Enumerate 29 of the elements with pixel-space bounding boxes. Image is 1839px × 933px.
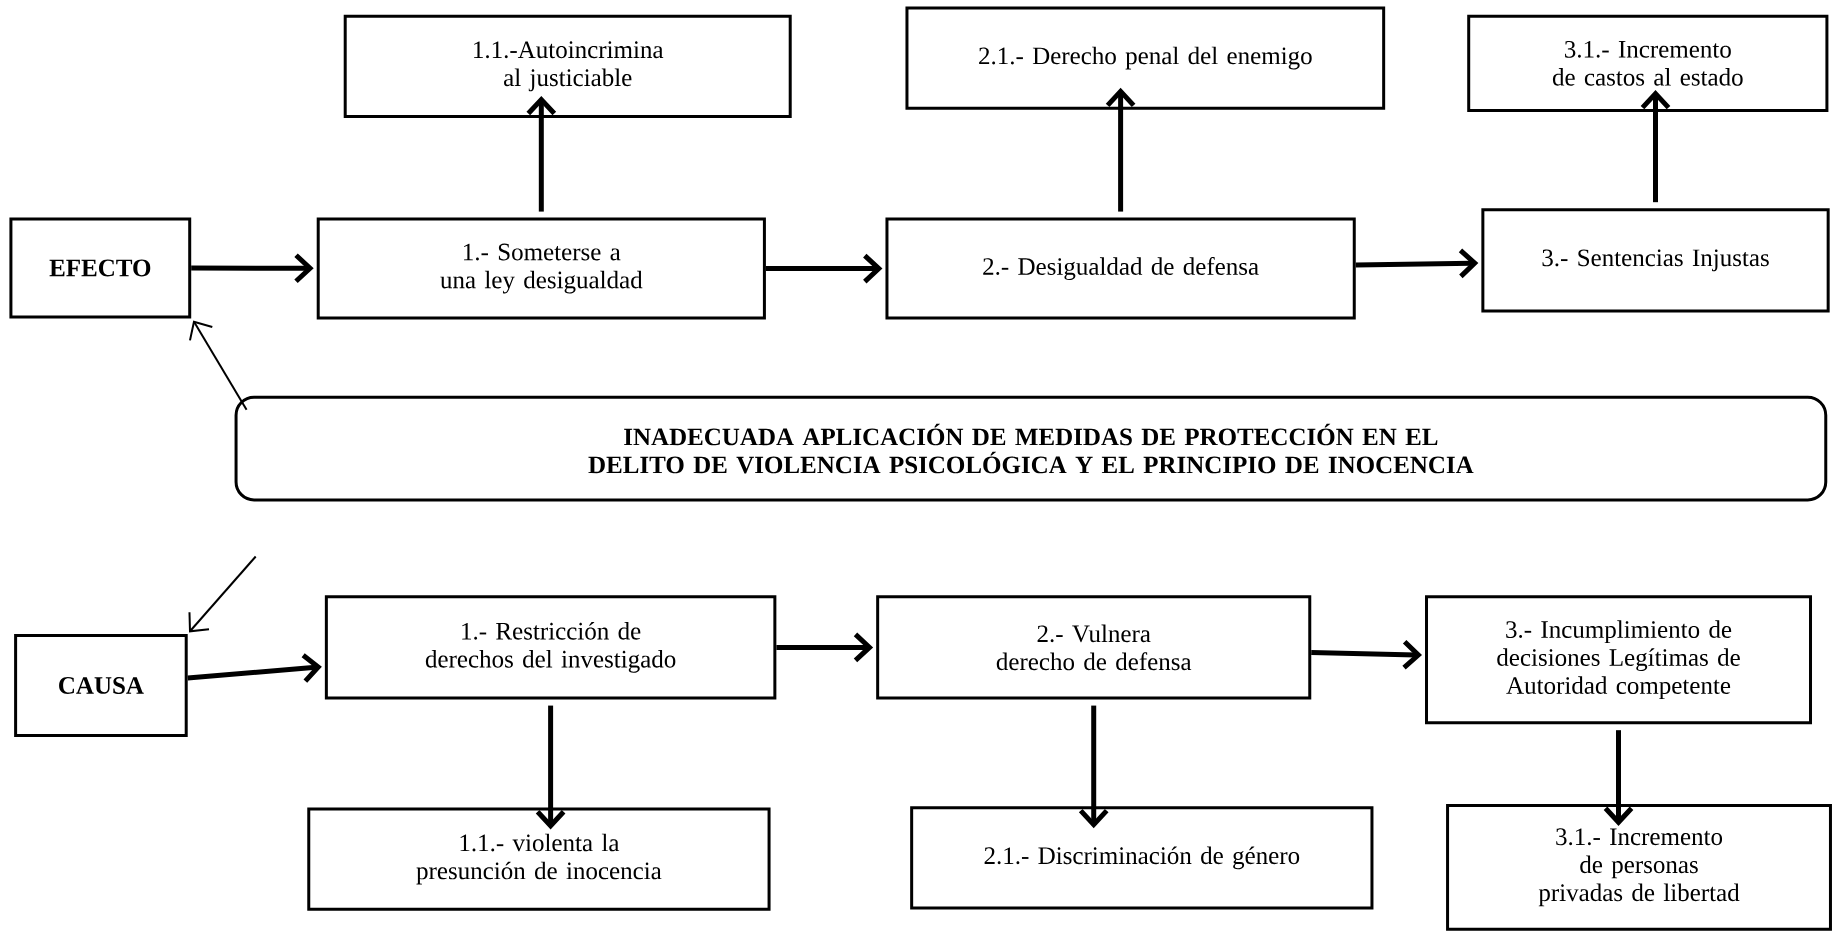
process-box: 3.- Sentencias Injustas: [1481, 208, 1830, 313]
arrow: [1355, 248, 1479, 279]
process-box: 1.1.-Autoincrimina al justiciable: [343, 14, 792, 118]
label-box: CAUSA: [14, 633, 188, 738]
title-box: INADECUADA APLICACIÓN DE MEDIDAS DE PROTECCIÓN EN EL DELITO DE VIOLENCIA PSICOLÓGICA Y EL PRINCIPIO DE INOCENCIA: [234, 395, 1828, 502]
arrow: [189, 320, 248, 411]
process-box: 2.1.- Derecho penal del enemigo: [905, 6, 1386, 110]
arrow: [765, 253, 883, 284]
arrow: [1311, 639, 1422, 670]
arrow: [1105, 87, 1136, 108]
arrow: [535, 810, 566, 830]
arrow: [1078, 808, 1109, 829]
arrow: [187, 653, 322, 683]
process-box: 1.1.- violenta la presunción de inocencia: [307, 807, 771, 911]
process-box: 2.- Desigualdad de defensa: [885, 217, 1356, 320]
arrow: [1640, 89, 1671, 110]
process-box: 3.1.- Incremento de personas privadas de libertad: [1446, 803, 1832, 931]
process-box: 1.- Restricción de derechos del investigado: [324, 595, 777, 700]
process-box: 2.1.- Discriminación de género: [910, 806, 1374, 910]
arrow: [188, 555, 257, 633]
process-box: 1.- Someterse a una ley desigualdad: [316, 217, 766, 320]
process-box: 2.- Vulnera derecho de defensa: [876, 595, 1312, 700]
arrow: [191, 253, 314, 284]
label-box: EFECTO: [9, 217, 192, 319]
arrow: [526, 95, 557, 116]
process-box: 3.- Incumplimiento de decisiones Legítimas de Autoridad competente: [1425, 595, 1812, 725]
arrow: [776, 632, 874, 663]
arrow: [1603, 806, 1634, 826]
process-box: 3.1.- Incremento de castos al estado: [1467, 14, 1829, 112]
